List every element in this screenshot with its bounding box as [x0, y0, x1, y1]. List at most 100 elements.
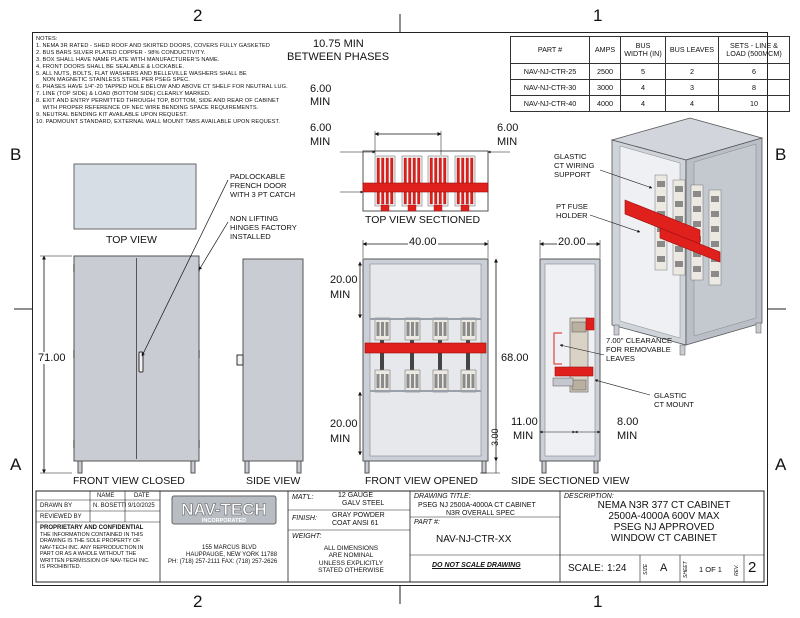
dim-six-b: 6.00: [310, 122, 332, 134]
callout-hinges: NON LIFTING HINGES FACTORY INSTALLED: [230, 214, 297, 241]
zone-label-1-bottom: 1: [593, 592, 603, 611]
note-line: 9. NEUTRAL BENDING KIT AVAILABLE UPON RE…: [36, 111, 188, 118]
tb-scale: 1:24: [607, 563, 627, 574]
tb-rev: 2: [748, 559, 757, 576]
dim-bottom-space: 20.00: [330, 418, 358, 430]
zone-label-1-top: 1: [593, 6, 603, 25]
note-line: 4. FRONT DOORS SHALL BE SEALABLE & LOCKA…: [36, 63, 185, 70]
nominal-line: UNLESS EXPLICITLY: [318, 559, 384, 567]
tb-name-header: NAME: [97, 493, 115, 499]
note-line: NOTES:: [36, 36, 58, 42]
dim-depth: 20.00: [557, 236, 587, 248]
desc-line: WINDOW CT CABINET: [611, 533, 717, 544]
title-block-grid: [35, 490, 765, 583]
dim-width: 40.00: [408, 236, 438, 248]
isometric-cabinet: [610, 117, 764, 356]
note-line: 6. PHASES HAVE 1/4"-20 TAPPED HOLE BELOW…: [36, 84, 288, 91]
propText-line: WRITTEN PERMISSION OF NAV-TECH INC.: [40, 557, 150, 564]
dim-six-c-min: MIN: [497, 136, 518, 148]
top-bus-phase: [374, 155, 396, 212]
tb-reviewed-by-label: REVIEWED BY: [40, 514, 82, 520]
front-view-closed-label: FRONT VIEW CLOSED: [73, 475, 185, 487]
side-view-cabinet: [236, 258, 304, 474]
note-line: 10. PADMOUNT STANDARD, EXTERNAL WALL MOU…: [36, 118, 281, 125]
parts-table-header: BUS LEAVES: [665, 36, 719, 64]
nominal-line: ALL DIMENSIONS: [323, 545, 379, 552]
isometric-bus-stack: [654, 174, 722, 286]
tb-sheet: 1 OF 1: [699, 565, 722, 574]
desc-line: NEMA N3R 377 CT CABINET: [597, 500, 731, 511]
iso-bus-phase: [708, 189, 722, 286]
callout-pt-fuse: PT FUSE HOLDER: [556, 202, 588, 220]
propText-line: PART OR AS A WHOLE WITHOUT THE: [40, 551, 137, 558]
parts-table-header: BUS WIDTH (IN): [620, 36, 666, 64]
front-view-opened-label: FRONT VIEW OPENED: [365, 475, 478, 487]
top-bus-phase: [427, 155, 449, 212]
tb-drawing-title-label: DRAWING TITLE:: [414, 493, 471, 500]
dim-bottom-space-min: MIN: [330, 433, 351, 445]
svg-text:NAV-TECH: NAV-TECH: [181, 500, 267, 519]
callout-padlock-door: PADLOCKABLE FRENCH DOOR WITH 3 PT CATCH: [230, 172, 296, 199]
top-bus-phase: [401, 155, 423, 212]
tb-finish-label: FINISH:: [292, 515, 317, 522]
tb-size: A: [660, 562, 668, 574]
tb-rev-label: REV.: [734, 564, 740, 576]
tb-drawing-title-2: N3R OVERALL SPEC: [446, 510, 515, 517]
dim-inner-height: 68.00: [501, 352, 529, 364]
tb-size-label: SIZE: [643, 563, 649, 575]
dim-six-a-min: MIN: [310, 96, 331, 108]
company-logo: NAV-TECH INCORPORATED: [171, 495, 277, 525]
tb-scale-label: SCALE:: [568, 563, 604, 574]
dim-top-space: 20.00: [330, 274, 358, 286]
front-bus-phase: [374, 317, 391, 393]
note-line: 7. LINE (TOP SIDE) & LOAD (BOTTOM SIDE) …: [36, 91, 211, 98]
side-view-label: SIDE VIEW: [246, 475, 301, 487]
note-line: 5. ALL NUTS, BOLTS, FLAT WASHERS AND BEL…: [36, 70, 247, 77]
tb-material-label: MAT'L:: [292, 494, 314, 501]
nominal-line: STATED OTHERWISE: [318, 567, 384, 575]
zone-label-2-bottom: 2: [193, 592, 203, 611]
propText-line: THE INFORMATION CONTAINED IN THIS: [40, 532, 144, 538]
parts-table-cell: 10: [718, 95, 790, 112]
front-view-opened-cabinet: [362, 258, 489, 474]
tb-drawn-by-label: DRAWN BY: [40, 503, 73, 509]
front-bus-phase: [460, 317, 477, 393]
tb-weight-label: WEIGHT:: [292, 533, 322, 540]
tb-material-1: 12 GAUGE: [338, 492, 374, 499]
svg-text:INCORPORATED: INCORPORATED: [202, 518, 246, 524]
zone-label-b-left: B: [10, 145, 22, 164]
dim-six-c: 6.00: [497, 122, 519, 134]
tb-sheet-label: SHEET: [683, 561, 689, 578]
front-view-closed-cabinet: [73, 255, 200, 474]
dim-six-a: 6.00: [310, 83, 332, 95]
tb-date-header: DATE: [134, 493, 150, 499]
top-view-sectioned-label: TOP VIEW SECTIONED: [365, 214, 481, 226]
propText-line: DRAWING IS THE SOLE PROPERTY OF: [40, 538, 141, 545]
dim-six-b-min: MIN: [310, 136, 331, 148]
top-section-bus-bars: [374, 155, 476, 212]
note-line: 8. EXIT AND ENTRY PERMITTED THROUGH TOP,…: [36, 98, 280, 105]
dim-side-11-min: MIN: [513, 430, 534, 442]
note-line: NON MAGNETIC STAINLESS STEEL PER PSEG SP…: [36, 77, 190, 84]
zone-label-a-right: A: [775, 455, 787, 474]
top-view-sectioned: [362, 150, 489, 212]
tb-part-number: NAV-NJ-CTR-XX: [436, 534, 512, 545]
tb-address-1: 155 MARCUS BLVD: [202, 545, 257, 551]
tb-address-3: PH: (718) 257-2111 FAX: (718) 257-2626: [168, 559, 278, 565]
tb-drawn-by: N. BOSETTI: [93, 503, 127, 509]
callout-glastic-support: GLASTIC CT WIRING SUPPORT: [554, 152, 595, 179]
dim-side-8-min: MIN: [617, 430, 638, 442]
callout-ct-mount: GLASTIC CT MOUNT: [654, 391, 694, 409]
note-line: 3. BOX SHALL HAVE NAME PLATE WITH MANUFA…: [36, 56, 220, 63]
propText-line: IS PROHIBITED.: [40, 564, 82, 571]
tb-part-label: PART #:: [414, 519, 440, 526]
top-view-label: TOP VIEW: [106, 234, 157, 246]
note-line: 1. NEMA 3R RATED - SHED ROOF AND SKIRTED…: [36, 42, 271, 49]
dim-top-space-min: MIN: [330, 289, 351, 301]
